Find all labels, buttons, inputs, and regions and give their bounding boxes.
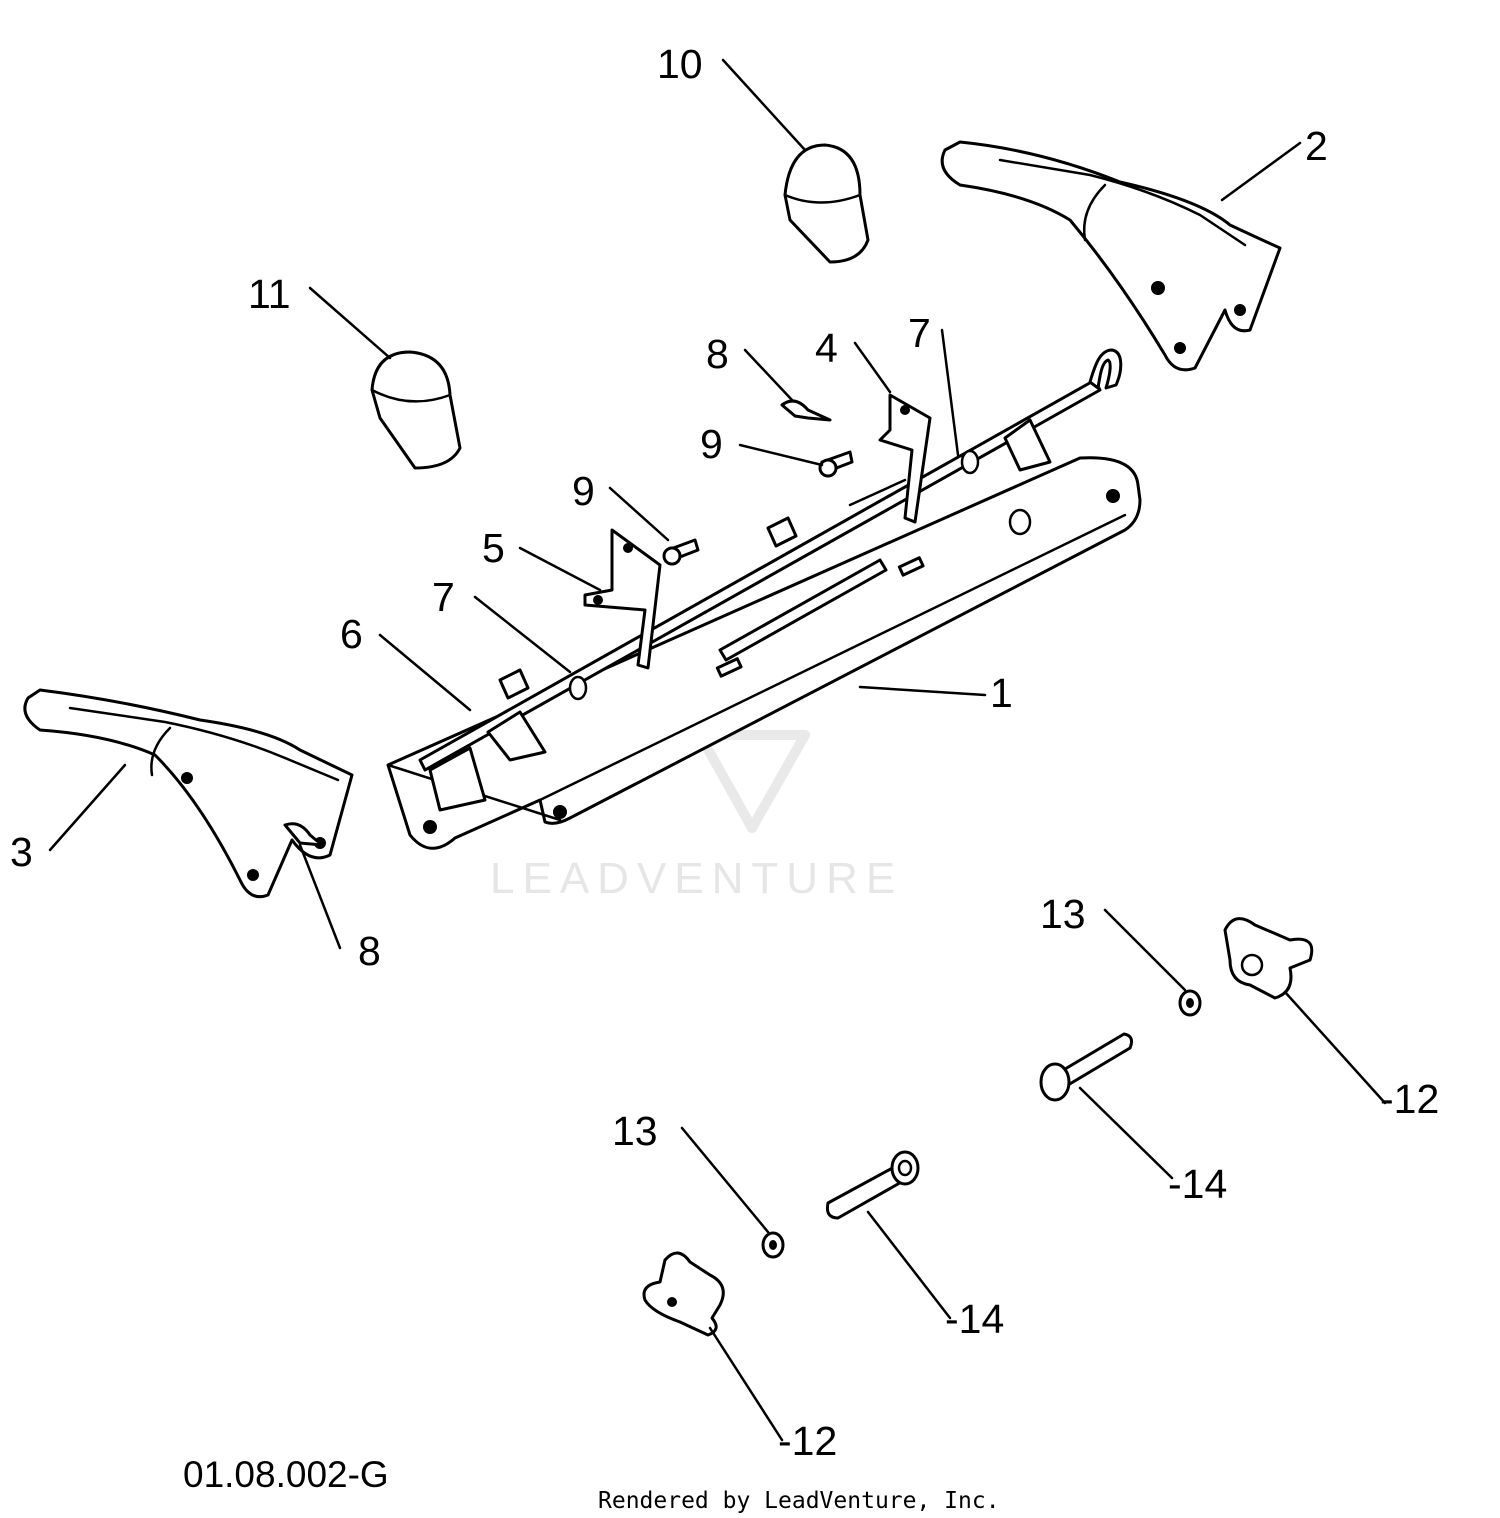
part-10-knob (783, 143, 870, 264)
callout-2: 2 (1305, 123, 1328, 169)
callout-14-lower: -14 (945, 1296, 1004, 1342)
callout-14-upper: -14 (1168, 1161, 1227, 1207)
callout-8-upper: 8 (706, 331, 729, 377)
part-13-nut-lower (761, 1231, 785, 1259)
figure-id: 01.08.002-G (183, 1454, 389, 1495)
callout-13-lower: 13 (612, 1108, 658, 1154)
part-11-knob (370, 350, 462, 470)
callout-6: 6 (340, 611, 363, 657)
callout-7-upper: 7 (908, 310, 931, 356)
callout-10: 10 (657, 41, 703, 87)
callout-3: 3 (10, 829, 33, 875)
leader-lines (48, 58, 1387, 1442)
part-8-clip-lower (283, 822, 324, 847)
callout-12-upper: -12 (1380, 1076, 1439, 1122)
part-1-bracket-plate (386, 348, 1142, 850)
part-9-bolt-upper (818, 450, 854, 478)
callout-1: 1 (990, 670, 1013, 716)
callout-8-lower: 8 (358, 928, 381, 974)
callout-4: 4 (815, 325, 838, 371)
part-14-pin-lower (826, 1150, 920, 1220)
callout-13-upper: 13 (1040, 891, 1086, 937)
part-3-left-handle (23, 688, 354, 899)
part-8-clip-upper (780, 399, 832, 422)
part-5-bracket (583, 528, 662, 670)
render-credit: Rendered by LeadVenture, Inc. (598, 1488, 1000, 1514)
part-9-bolt-lower (662, 538, 700, 566)
callout-9-lower: 9 (572, 468, 595, 514)
callout-12-lower: -12 (778, 1418, 837, 1464)
part-12-star-knob-upper (1223, 917, 1314, 1000)
part-12-star-knob-lower (642, 1251, 725, 1337)
callout-7-lower: 7 (432, 574, 455, 620)
callout-11: 11 (248, 271, 291, 317)
part-4-bracket (848, 393, 932, 524)
watermark-text: LEADVENTURE (490, 854, 903, 903)
callout-5: 5 (482, 525, 505, 571)
callout-9-upper: 9 (700, 421, 723, 467)
part-2-right-handle (940, 140, 1282, 372)
part-13-nut-upper (1178, 989, 1202, 1017)
part-14-pin-upper (1039, 1032, 1133, 1102)
